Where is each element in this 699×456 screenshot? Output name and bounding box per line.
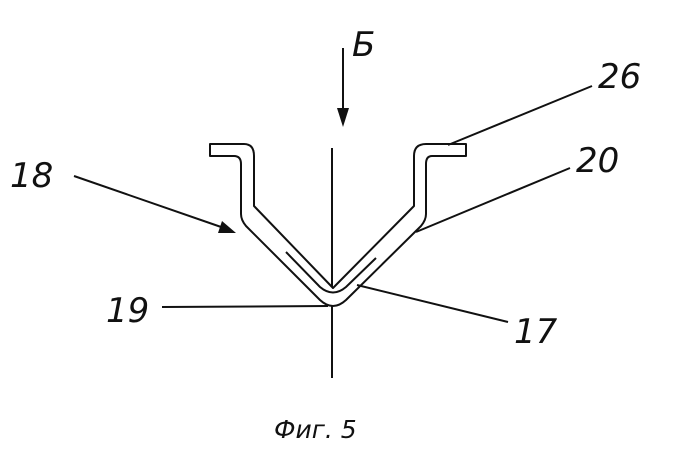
label-26: 26 [598,57,641,97]
leader-18-arrowhead [218,221,236,233]
leader-19 [162,306,328,307]
view-arrow-head [337,108,349,127]
label-17: 17 [514,312,558,352]
leader-20 [416,168,570,232]
profile-section [210,144,466,306]
leader-18 [74,176,224,228]
leader-26 [448,86,592,145]
figure-caption: Фиг. 5 [274,415,357,444]
view-label: Б [352,25,375,65]
label-20: 20 [576,141,619,181]
label-19: 19 [106,291,149,331]
leader-17 [357,285,508,322]
label-18: 18 [10,156,53,196]
